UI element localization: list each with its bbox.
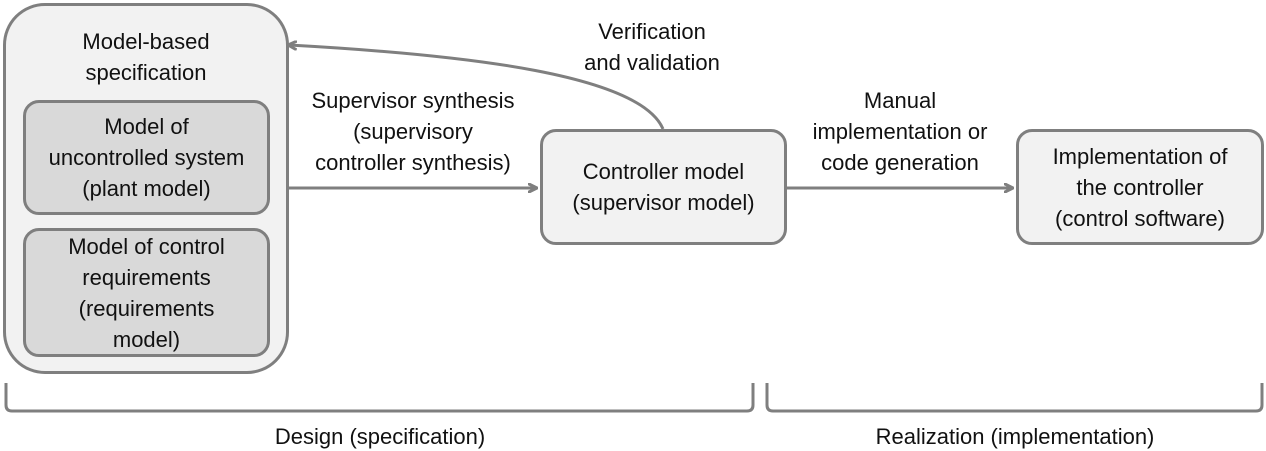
verification-arrow xyxy=(289,45,665,130)
realization-phase-bracket xyxy=(765,383,1264,413)
implementation-node-label: Implementation of the controller (contro… xyxy=(1052,143,1228,231)
verification-label: Verification and validation xyxy=(584,19,720,75)
synthesis-label: Supervisor synthesis (supervisory contro… xyxy=(311,88,515,175)
plant-node-label: Model of uncontrolled system (plant mode… xyxy=(48,114,245,201)
spec-node-label: Model-based specification xyxy=(82,29,210,85)
generation-label: Manual implementation or code generation xyxy=(812,88,988,175)
requirements-node: Model of control requirements (requireme… xyxy=(23,228,270,357)
implementation-node: Implementation of the controller (contro… xyxy=(1016,129,1264,245)
realization-phase-label: Realization (implementation) xyxy=(875,424,1155,449)
plant-node: Model of uncontrolled system (plant mode… xyxy=(23,100,270,215)
requirements-node-label: Model of control requirements (requireme… xyxy=(68,233,225,352)
controller-node-label: Controller model (supervisor model) xyxy=(572,159,755,215)
controller-node: Controller model (supervisor model) xyxy=(540,129,787,245)
design-phase-label: Design (specification) xyxy=(274,424,486,449)
design-phase-bracket xyxy=(4,383,755,413)
